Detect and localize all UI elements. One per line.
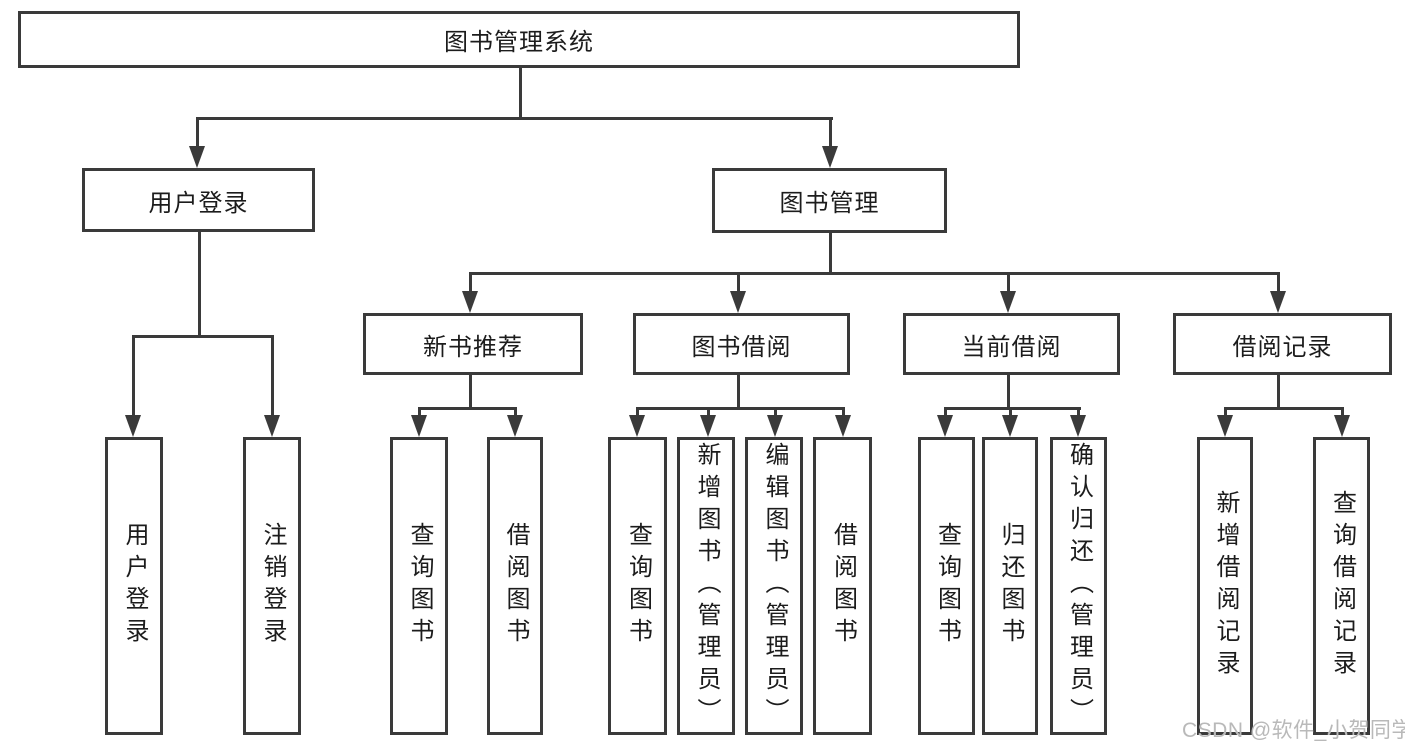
leaf-add-book-admin-label: 新增图书（管理员） [693,442,720,730]
arrowhead-down-icon [937,415,953,437]
connector-line [196,117,199,150]
leaf-borrow-books-recommend-label: 借阅图书 [502,522,529,650]
leaf-add-book-admin: 新增图书（管理员） [677,437,735,735]
connector-line [1277,375,1280,410]
connector-line [514,407,517,419]
connector-line [1077,407,1080,419]
arrowhead-down-icon [835,415,851,437]
connector-line [469,375,472,410]
node-book-management: 图书管理 [712,168,947,233]
arrowhead-down-icon [1070,415,1086,437]
node-new-book-recommend-label: 新书推荐 [423,333,523,361]
node-user-login: 用户登录 [82,168,315,232]
connector-line [198,232,201,338]
node-user-login-label: 用户登录 [148,189,249,217]
node-book-management-label: 图书管理 [779,190,880,217]
leaf-query-books-current-label: 查询图书 [933,522,961,650]
arrowhead-down-icon [767,415,783,437]
leaf-confirm-return-admin-label: 确认归还（管理员） [1065,442,1093,730]
node-current-borrowing-label: 当前借阅 [961,333,1062,361]
leaf-edit-book-admin: 编辑图书（管理员） [745,437,803,735]
connector-line [774,407,777,419]
connector-line [636,407,639,419]
connector-line [707,407,710,419]
connector-line [1007,375,1010,410]
node-borrowing-records: 借阅记录 [1173,313,1392,375]
leaf-user-login-label: 用户登录 [121,522,148,650]
leaf-query-books-recommend: 查询图书 [390,437,448,735]
connector-line [842,407,845,419]
connector-line [1277,272,1280,294]
leaf-query-books-current: 查询图书 [918,437,975,735]
connector-line [519,68,522,120]
connector-line [1224,407,1344,410]
node-book-borrowing: 图书借阅 [633,313,850,375]
leaf-borrow-books: 借阅图书 [813,437,872,735]
leaf-query-books-recommend-label: 查询图书 [406,522,433,650]
leaf-query-books-borrowing: 查询图书 [608,437,667,735]
connector-line [737,375,740,410]
connector-line [944,407,947,419]
connector-line [829,233,832,275]
leaf-query-books-borrowing-label: 查询图书 [624,522,652,650]
leaf-borrow-books-recommend: 借阅图书 [487,437,543,735]
connector-line [737,272,740,294]
connector-line [1341,407,1344,419]
arrowhead-down-icon [1217,415,1233,437]
leaf-return-books: 归还图书 [982,437,1038,735]
leaf-query-borrow-record-label: 查询借阅记录 [1328,490,1356,682]
node-book-borrowing-label: 图书借阅 [691,333,792,361]
arrowhead-down-icon [629,415,645,437]
leaf-logout-label: 注销登录 [259,522,286,650]
leaf-user-login: 用户登录 [105,437,163,735]
connector-line [271,335,274,417]
arrowhead-down-icon [1002,415,1018,437]
arrowhead-down-icon [507,415,523,437]
connector-line [132,335,135,417]
leaf-add-borrow-record-label: 新增借阅记录 [1212,490,1239,682]
arrowhead-down-icon [1334,415,1350,437]
arrowhead-down-icon [1270,291,1286,313]
arrowhead-down-icon [189,146,205,168]
arrowhead-down-icon [1000,291,1016,313]
leaf-edit-book-admin-label: 编辑图书（管理员） [761,442,788,730]
arrowhead-down-icon [730,291,746,313]
connector-line [418,407,421,419]
leaf-logout: 注销登录 [243,437,301,735]
connector-line [469,272,1280,275]
node-library-system: 图书管理系统 [18,11,1020,68]
watermark: CSDN @软件_小贺同学 [1182,719,1405,742]
arrowhead-down-icon [462,291,478,313]
arrowhead-down-icon [822,146,838,168]
node-library-system-label: 图书管理系统 [444,29,594,56]
leaf-borrow-books-label: 借阅图书 [829,522,857,650]
arrowhead-down-icon [411,415,427,437]
node-new-book-recommend: 新书推荐 [363,313,583,375]
connector-line [1009,407,1012,419]
leaf-query-borrow-record: 查询借阅记录 [1313,437,1370,735]
arrowhead-down-icon [264,415,280,437]
connector-line [1007,272,1010,294]
connector-line [944,407,1081,410]
leaf-add-borrow-record: 新增借阅记录 [1197,437,1253,735]
connector-line [196,117,833,120]
connector-line [1224,407,1227,419]
connector-line [636,407,845,410]
leaf-return-books-label: 归还图书 [997,522,1024,650]
connector-line [132,335,274,338]
connector-line [469,272,472,294]
connector-line [829,117,832,150]
connector-line [418,407,517,410]
arrowhead-down-icon [700,415,716,437]
leaf-confirm-return-admin: 确认归还（管理员） [1050,437,1107,735]
node-current-borrowing: 当前借阅 [903,313,1120,375]
arrowhead-down-icon [125,415,141,437]
node-borrowing-records-label: 借阅记录 [1232,333,1333,361]
